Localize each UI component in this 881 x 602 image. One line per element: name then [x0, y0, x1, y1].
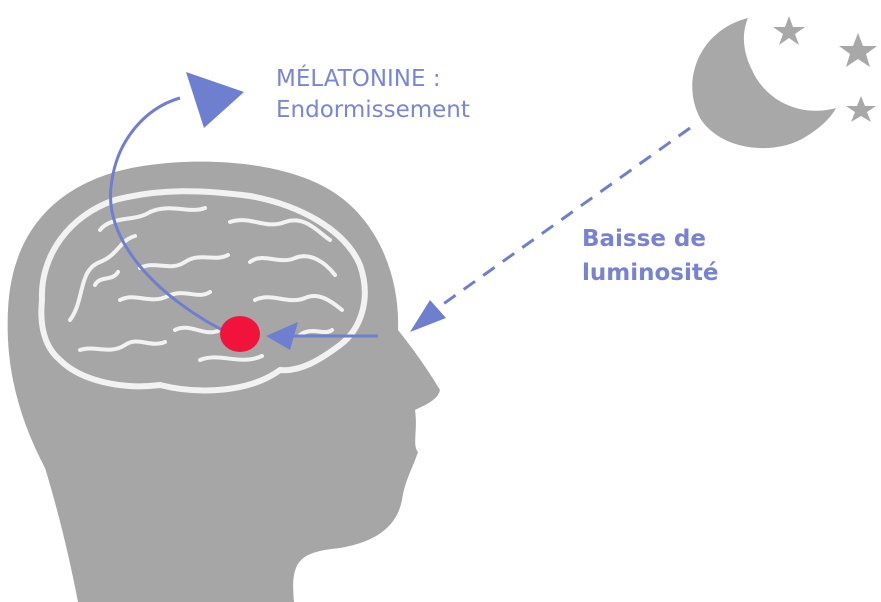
melatonin-label: MÉLATONINE : Endormissement — [276, 64, 470, 126]
pineal-gland-dot — [220, 316, 260, 352]
star-icon — [773, 16, 805, 45]
light-label-line2: luminosité — [582, 256, 718, 290]
light-arrowhead — [410, 300, 446, 332]
melatonin-title: MÉLATONINE : — [276, 64, 470, 95]
star-icon — [846, 96, 876, 122]
star-icon — [839, 33, 877, 67]
light-label-line1: Baisse de — [582, 222, 718, 256]
melatonin-subtitle: Endormissement — [276, 95, 470, 126]
light-decrease-label: Baisse de luminosité — [582, 222, 718, 290]
melatonin-arrowhead — [186, 72, 244, 128]
crescent-moon-icon — [692, 18, 836, 148]
